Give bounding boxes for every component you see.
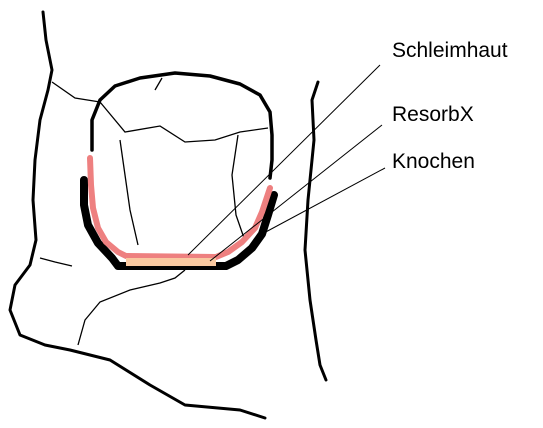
internal-line-1 [52,82,100,102]
leader-line-knochen [262,168,385,234]
mucosa-layer [90,158,270,257]
label-resorbx: ResorbX [392,104,474,125]
internal-line-3 [120,140,138,245]
right-jaw-outline [305,82,326,380]
internal-line-7 [40,258,72,266]
outer-jaw-outline [10,12,265,418]
bone-layer [84,180,274,266]
label-knochen: Knochen [392,151,475,172]
resorbx-layer [126,258,216,266]
internal-line-4 [232,135,244,238]
leader-line-schleimhaut [188,65,380,255]
label-schleimhaut: Schleimhaut [392,40,508,61]
internal-line-2 [100,102,268,142]
internal-line-6 [78,270,185,345]
internal-line-5 [155,78,162,90]
